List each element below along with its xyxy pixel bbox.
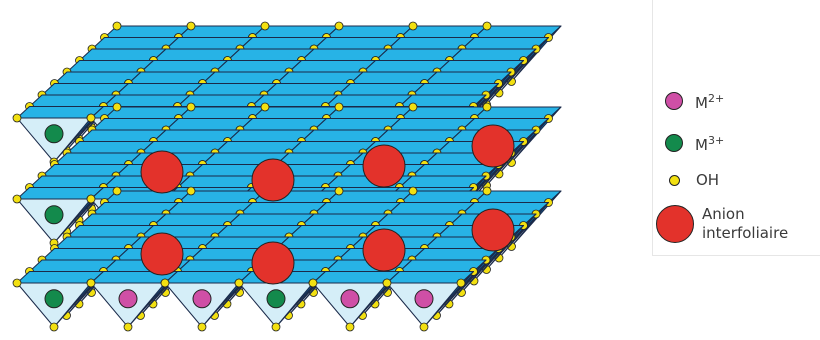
hydroxide-group (335, 187, 343, 195)
hydroxide-group (50, 323, 58, 331)
m2-cation (415, 290, 433, 308)
interlayer-anion (472, 125, 514, 167)
m2-cation-icon (665, 92, 683, 110)
m2-cation (119, 290, 137, 308)
legend-label-m2: M2+ (695, 89, 724, 113)
hydroxide-group (113, 103, 121, 111)
hydroxide-group (13, 114, 21, 122)
legend-item-m3: M3+ (653, 131, 724, 155)
legend-item-oh: OH (653, 171, 719, 190)
interlayer-anion (252, 159, 294, 201)
hydroxide-group (261, 103, 269, 111)
hydroxide-group (409, 187, 417, 195)
interlayer-anion (363, 229, 405, 271)
hydroxide-group (235, 279, 243, 287)
hydroxide-group (335, 22, 343, 30)
hydroxide-group (346, 323, 354, 331)
hydroxide-group (483, 22, 491, 30)
hydroxide-group (483, 103, 491, 111)
interlayer-anion (363, 145, 405, 187)
legend-label-m3: M3+ (695, 131, 724, 155)
hydroxide-group (87, 195, 95, 203)
hydroxide-group (87, 114, 95, 122)
hydroxide-group (309, 279, 317, 287)
hydroxide-group (87, 279, 95, 287)
hydroxide-group (198, 323, 206, 331)
hydroxide-group (420, 323, 428, 331)
hydroxide-group (409, 22, 417, 30)
ldh-structure-diagram (0, 0, 650, 340)
hydroxide-group (113, 187, 121, 195)
m3-cation (45, 125, 63, 143)
m3-cation-icon (665, 134, 683, 152)
hydroxide-group (272, 323, 280, 331)
hydroxide-group (113, 22, 121, 30)
interlayer-anion (141, 151, 183, 193)
hydroxide-group (261, 22, 269, 30)
m3-cation (45, 290, 63, 308)
m3-cation (267, 290, 285, 308)
interlayer-anion (252, 242, 294, 284)
hydroxide-group (13, 279, 21, 287)
hydroxide-group (383, 279, 391, 287)
hydroxide-group (335, 103, 343, 111)
hydroxide-group (161, 279, 169, 287)
hydroxide-group (13, 195, 21, 203)
hydroxide-group (187, 187, 195, 195)
hydroxide-group (187, 103, 195, 111)
hydroxide-group (457, 279, 465, 287)
m2-cation (341, 290, 359, 308)
hydroxide-group (187, 22, 195, 30)
hydroxide-group (124, 323, 132, 331)
hydroxide-icon (669, 175, 680, 186)
interlayer-anion-icon (656, 205, 694, 243)
m2-cation (193, 290, 211, 308)
interlayer-anion (472, 209, 514, 251)
legend-item-m2: M2+ (653, 89, 724, 113)
legend-label-oh: OH (696, 171, 719, 190)
hydroxide-group (483, 187, 491, 195)
hydroxide-group (409, 103, 417, 111)
interlayer-anion (141, 233, 183, 275)
m3-cation (45, 206, 63, 224)
